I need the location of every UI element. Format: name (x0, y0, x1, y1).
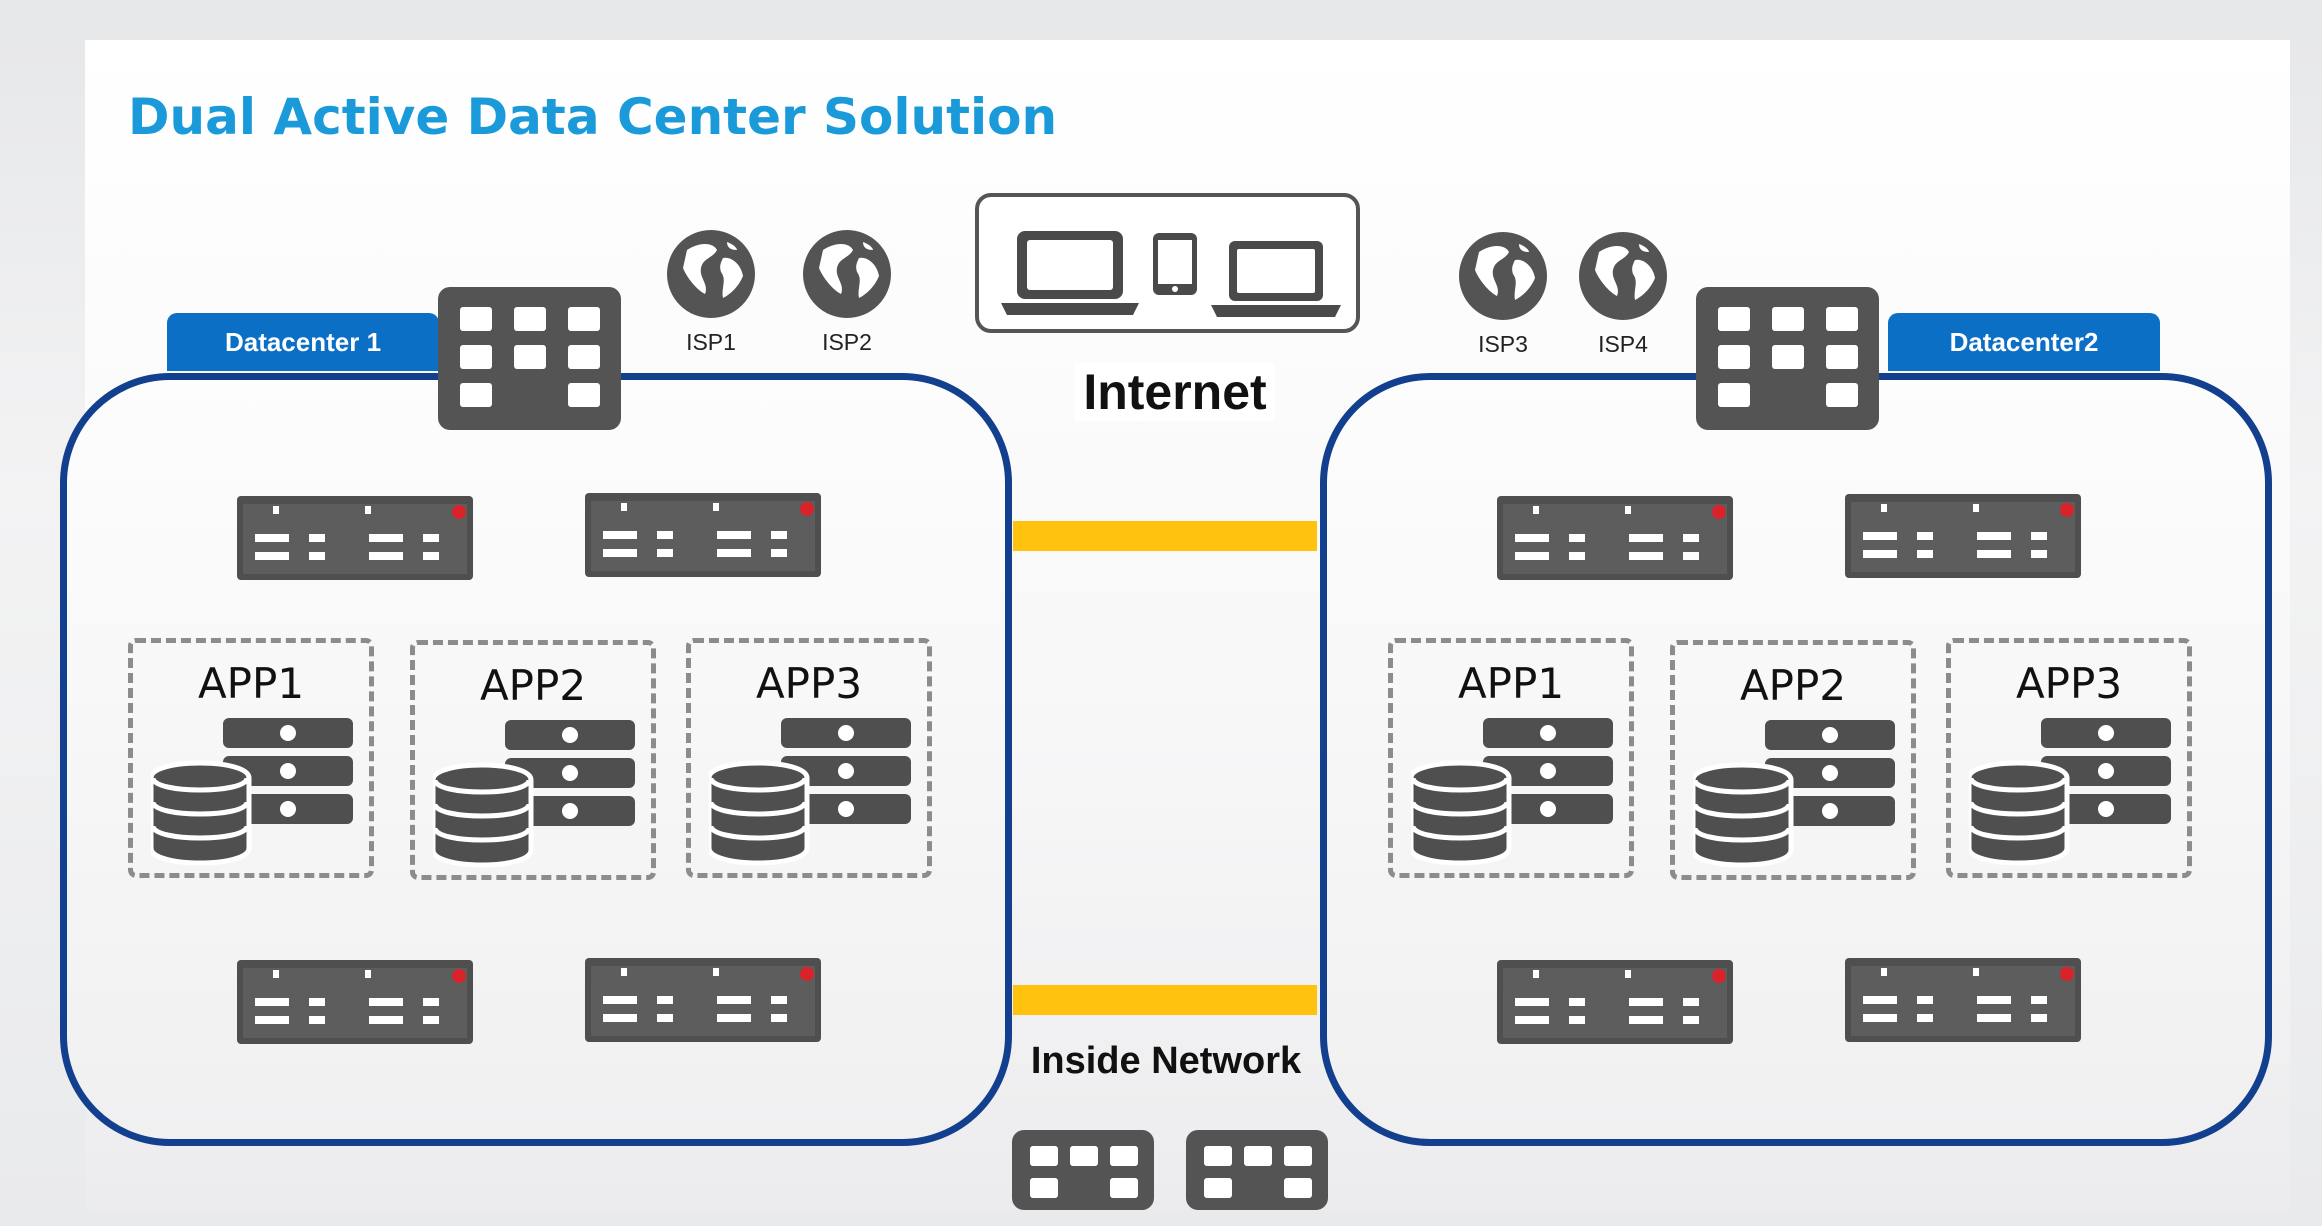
server-database-icon (151, 718, 353, 866)
app-label: APP2 (1739, 661, 1847, 710)
app-label: APP2 (479, 661, 587, 710)
datacenter-2-label: Datacenter2 (1888, 313, 2160, 371)
phone-icon (1153, 233, 1197, 295)
datacenter-2-building-icon (1696, 287, 1879, 430)
app-box: APP1 (128, 638, 374, 878)
network-switch-icon (1845, 958, 2081, 1042)
server-database-icon (1693, 720, 1895, 868)
app-box: APP2 (1670, 640, 1916, 880)
network-switch-icon (585, 958, 821, 1042)
app-label: APP1 (1457, 659, 1565, 708)
datacenter-1-label: Datacenter 1 (167, 313, 439, 371)
inside-network-label: Inside Network (1030, 1040, 1302, 1082)
server-database-icon (1411, 718, 1613, 866)
isp-1: ISP1 (656, 228, 766, 356)
datacenter-1-building-icon (438, 287, 621, 430)
internet-label: Internet (1075, 363, 1275, 421)
diagram-title: Dual Active Data Center Solution (128, 88, 1058, 146)
network-switch-icon (1497, 960, 1733, 1044)
isp-3: ISP3 (1448, 230, 1558, 358)
isp-label: ISP1 (686, 329, 736, 355)
isp-label: ISP3 (1478, 331, 1528, 357)
server-database-icon (709, 718, 911, 866)
building-icon (1012, 1130, 1154, 1210)
laptop-icon (1211, 241, 1341, 317)
laptop-icon (1001, 231, 1139, 315)
globe-icon (1579, 232, 1667, 320)
building-icon (1186, 1130, 1328, 1210)
network-switch-icon (237, 960, 473, 1044)
network-switch-icon (1845, 494, 2081, 578)
server-database-icon (433, 720, 635, 868)
interconnect-link-top (1013, 521, 1317, 551)
app-box: APP3 (1946, 638, 2192, 878)
globe-icon (667, 230, 755, 318)
app-box: APP1 (1388, 638, 1634, 878)
app-label: APP3 (755, 659, 863, 708)
globe-icon (803, 230, 891, 318)
app-label: APP1 (197, 659, 305, 708)
interconnect-link-bottom (1013, 985, 1317, 1015)
network-switch-icon (237, 496, 473, 580)
server-database-icon (1969, 718, 2171, 866)
app-box: APP2 (410, 640, 656, 880)
app-box: APP3 (686, 638, 932, 878)
network-switch-icon (1497, 496, 1733, 580)
isp-label: ISP2 (822, 329, 872, 355)
isp-2: ISP2 (792, 228, 902, 356)
globe-icon (1459, 232, 1547, 320)
isp-label: ISP4 (1598, 331, 1648, 357)
isp-4: ISP4 (1568, 230, 1678, 358)
internet-devices-box (975, 193, 1360, 333)
network-switch-icon (585, 493, 821, 577)
app-label: APP3 (2015, 659, 2123, 708)
